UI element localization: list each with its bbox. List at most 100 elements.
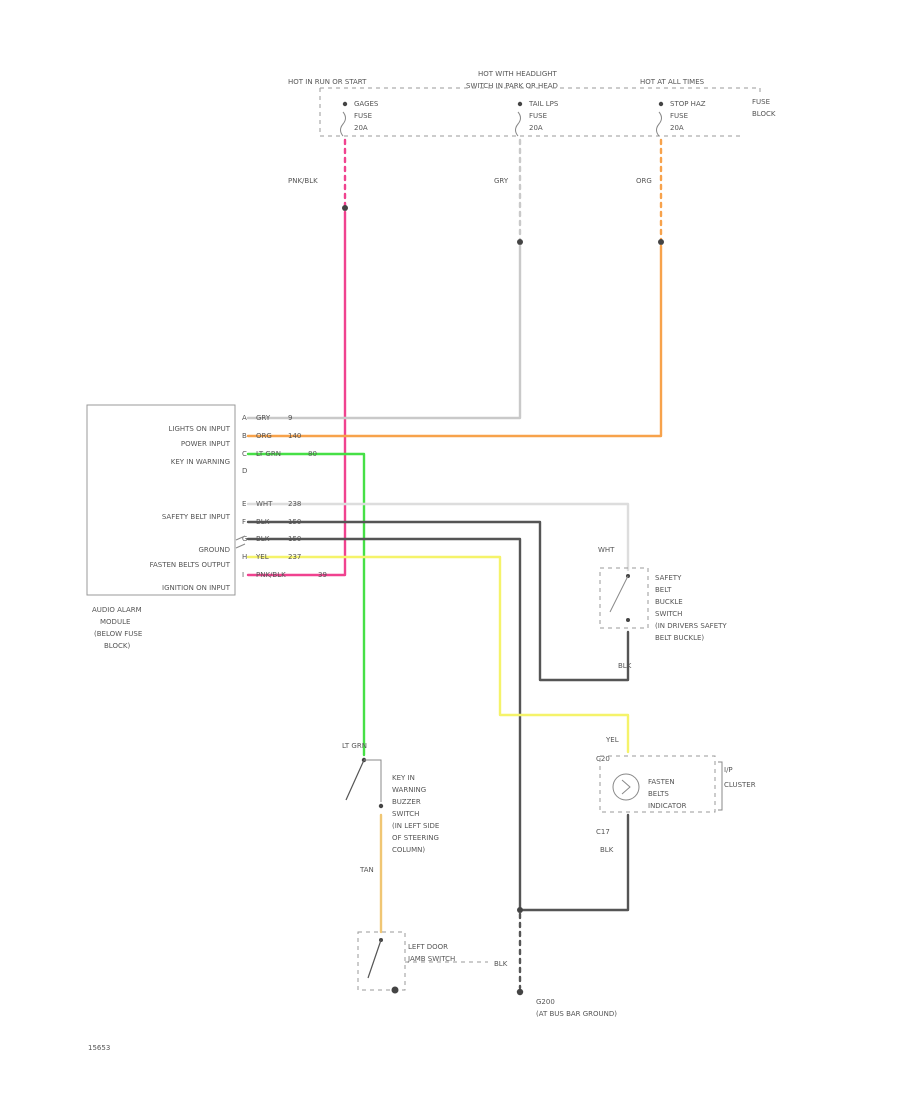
- hot-always-label: HOT AT ALL TIMES: [640, 78, 705, 86]
- svg-text:140: 140: [288, 432, 301, 440]
- connector-org: [658, 239, 664, 245]
- svg-text:SAFETY: SAFETY: [655, 574, 682, 582]
- wire-blk-indicator: [518, 813, 630, 912]
- svg-text:C17: C17: [596, 828, 610, 836]
- svg-text:WHT: WHT: [256, 500, 273, 508]
- svg-text:G200: G200: [536, 998, 555, 1006]
- door-jamb-switch: LEFT DOOR JAMB SWITCH BLK: [357, 931, 508, 994]
- audio-alarm-module: LIGHTS ON INPUT POWER INPUT KEY IN WARNI…: [86, 404, 327, 650]
- svg-text:FUSE: FUSE: [670, 112, 688, 120]
- svg-text:C20: C20: [596, 755, 610, 763]
- hot-run-start-label: HOT IN RUN OR START: [288, 78, 367, 86]
- connector-pnk-blk: [342, 205, 348, 211]
- svg-text:BUZZER: BUZZER: [392, 798, 421, 806]
- fuse-tail-lps: TAIL LPS FUSE 20A: [515, 100, 559, 137]
- seatbelt-buckle-switch: WHT SAFETY BELT BUCKLE SWITCH (IN DRIVER…: [598, 546, 727, 670]
- fuse-block-outline: [319, 87, 761, 137]
- wire-label-gry-top: GRY: [494, 177, 509, 185]
- svg-text:BLK: BLK: [256, 518, 270, 526]
- svg-text:237: 237: [288, 553, 301, 561]
- svg-text:9: 9: [288, 414, 292, 422]
- svg-text:20A: 20A: [670, 124, 684, 132]
- module-caption-2: MODULE: [100, 618, 130, 626]
- svg-text:(IN DRIVERS SAFETY: (IN DRIVERS SAFETY: [655, 622, 727, 630]
- module-caption-1: AUDIO ALARM: [92, 606, 142, 614]
- svg-text:H: H: [242, 553, 247, 561]
- seatbelt-wire-out-label: BLK: [618, 662, 632, 670]
- svg-text:238: 238: [288, 500, 301, 508]
- svg-text:C: C: [242, 450, 247, 458]
- module-input-lights-on: LIGHTS ON INPUT: [169, 425, 231, 433]
- ground-point: [516, 988, 524, 996]
- svg-text:FUSE: FUSE: [529, 112, 547, 120]
- module-output-fasten-belts: FASTEN BELTS OUTPUT: [150, 561, 231, 569]
- fuse-block-label: FUSE: [752, 98, 770, 106]
- svg-text:I: I: [242, 571, 244, 579]
- fuse-gages: GAGES FUSE 20A: [340, 100, 379, 137]
- ground-g200: G200 (AT BUS BAR GROUND): [536, 998, 617, 1018]
- door-ground-wire-label: BLK: [494, 960, 508, 968]
- svg-text:BLK: BLK: [600, 846, 614, 854]
- hot-headlight-label: HOT WITH HEADLIGHT: [478, 70, 558, 78]
- svg-text:(AT BUS BAR GROUND): (AT BUS BAR GROUND): [536, 1010, 617, 1018]
- svg-text:TAIL LPS: TAIL LPS: [528, 100, 559, 108]
- svg-text:80: 80: [308, 450, 317, 458]
- svg-text:BELT BUCKLE): BELT BUCKLE): [655, 634, 704, 642]
- key-in-warning-switch: LT GRN KEY IN WARNING BUZZER SWITCH (IN …: [342, 742, 439, 874]
- cluster-label-1: I/P: [724, 766, 733, 774]
- svg-text:E: E: [242, 500, 246, 508]
- svg-text:SWITCH: SWITCH: [655, 610, 682, 618]
- wire-gry: [246, 244, 522, 420]
- svg-text:F: F: [242, 518, 246, 526]
- fasten-belts-indicator: YEL C20 FASTEN BELTS INDICATOR I/P CLUST…: [596, 736, 756, 854]
- svg-text:SWITCH: SWITCH: [392, 810, 419, 818]
- module-ground-symbol: [235, 535, 246, 549]
- svg-text:OF STEERING: OF STEERING: [392, 834, 439, 842]
- module-caption-3: (BELOW FUSE: [94, 630, 142, 638]
- module-input-ground: GROUND: [198, 546, 230, 554]
- module-input-power: POWER INPUT: [181, 440, 231, 448]
- figure-number: 15653: [88, 1044, 110, 1052]
- svg-text:20A: 20A: [529, 124, 543, 132]
- module-input-safety-belt: SAFETY BELT INPUT: [162, 513, 231, 521]
- svg-text:GAGES: GAGES: [354, 100, 379, 108]
- wire-blk-seatbelt: [246, 520, 630, 682]
- svg-text:ORG: ORG: [256, 432, 272, 440]
- svg-text:LT GRN: LT GRN: [256, 450, 281, 458]
- svg-text:STOP HAZ: STOP HAZ: [670, 100, 706, 108]
- svg-text:WARNING: WARNING: [392, 786, 426, 794]
- wire-label-pnk-blk-top: PNK/BLK: [288, 177, 318, 185]
- svg-text:BLK: BLK: [256, 535, 270, 543]
- svg-text:YEL: YEL: [255, 553, 269, 561]
- cluster-label-2: CLUSTER: [724, 781, 756, 789]
- wire-pnk-blk: [246, 210, 347, 577]
- svg-text:20A: 20A: [354, 124, 368, 132]
- svg-text:39: 39: [318, 571, 327, 579]
- connector-gry: [517, 239, 523, 245]
- svg-text:INDICATOR: INDICATOR: [648, 802, 687, 810]
- svg-text:D: D: [242, 467, 247, 475]
- svg-text:PNK/BLK: PNK/BLK: [256, 571, 286, 579]
- svg-text:BELT: BELT: [655, 586, 672, 594]
- wire-lt-grn: [246, 452, 366, 757]
- svg-text:FUSE: FUSE: [354, 112, 372, 120]
- svg-text:FASTEN: FASTEN: [648, 778, 675, 786]
- module-input-ignition: IGNITION ON INPUT: [162, 584, 231, 592]
- svg-text:LEFT DOOR: LEFT DOOR: [408, 943, 448, 951]
- svg-text:G: G: [242, 535, 247, 543]
- module-caption-4: BLOCK): [104, 642, 130, 650]
- wire-yel: [246, 555, 630, 754]
- svg-text:COLUMN): COLUMN): [392, 846, 425, 854]
- wire-org: [246, 244, 663, 438]
- module-input-key-in: KEY IN WARNING: [171, 458, 230, 466]
- seatbelt-wire-in-label: WHT: [598, 546, 615, 554]
- svg-text:A: A: [242, 414, 247, 422]
- hot-headlight-sub-label: SWITCH IN PARK OR HEAD: [466, 82, 558, 90]
- tan-wire-label: TAN: [359, 866, 374, 874]
- fuse-block-sub-label: BLOCK: [752, 110, 776, 118]
- svg-text:150: 150: [288, 535, 301, 543]
- svg-text:150: 150: [288, 518, 301, 526]
- wire-blk-ground: [246, 537, 522, 912]
- svg-text:YEL: YEL: [605, 736, 619, 744]
